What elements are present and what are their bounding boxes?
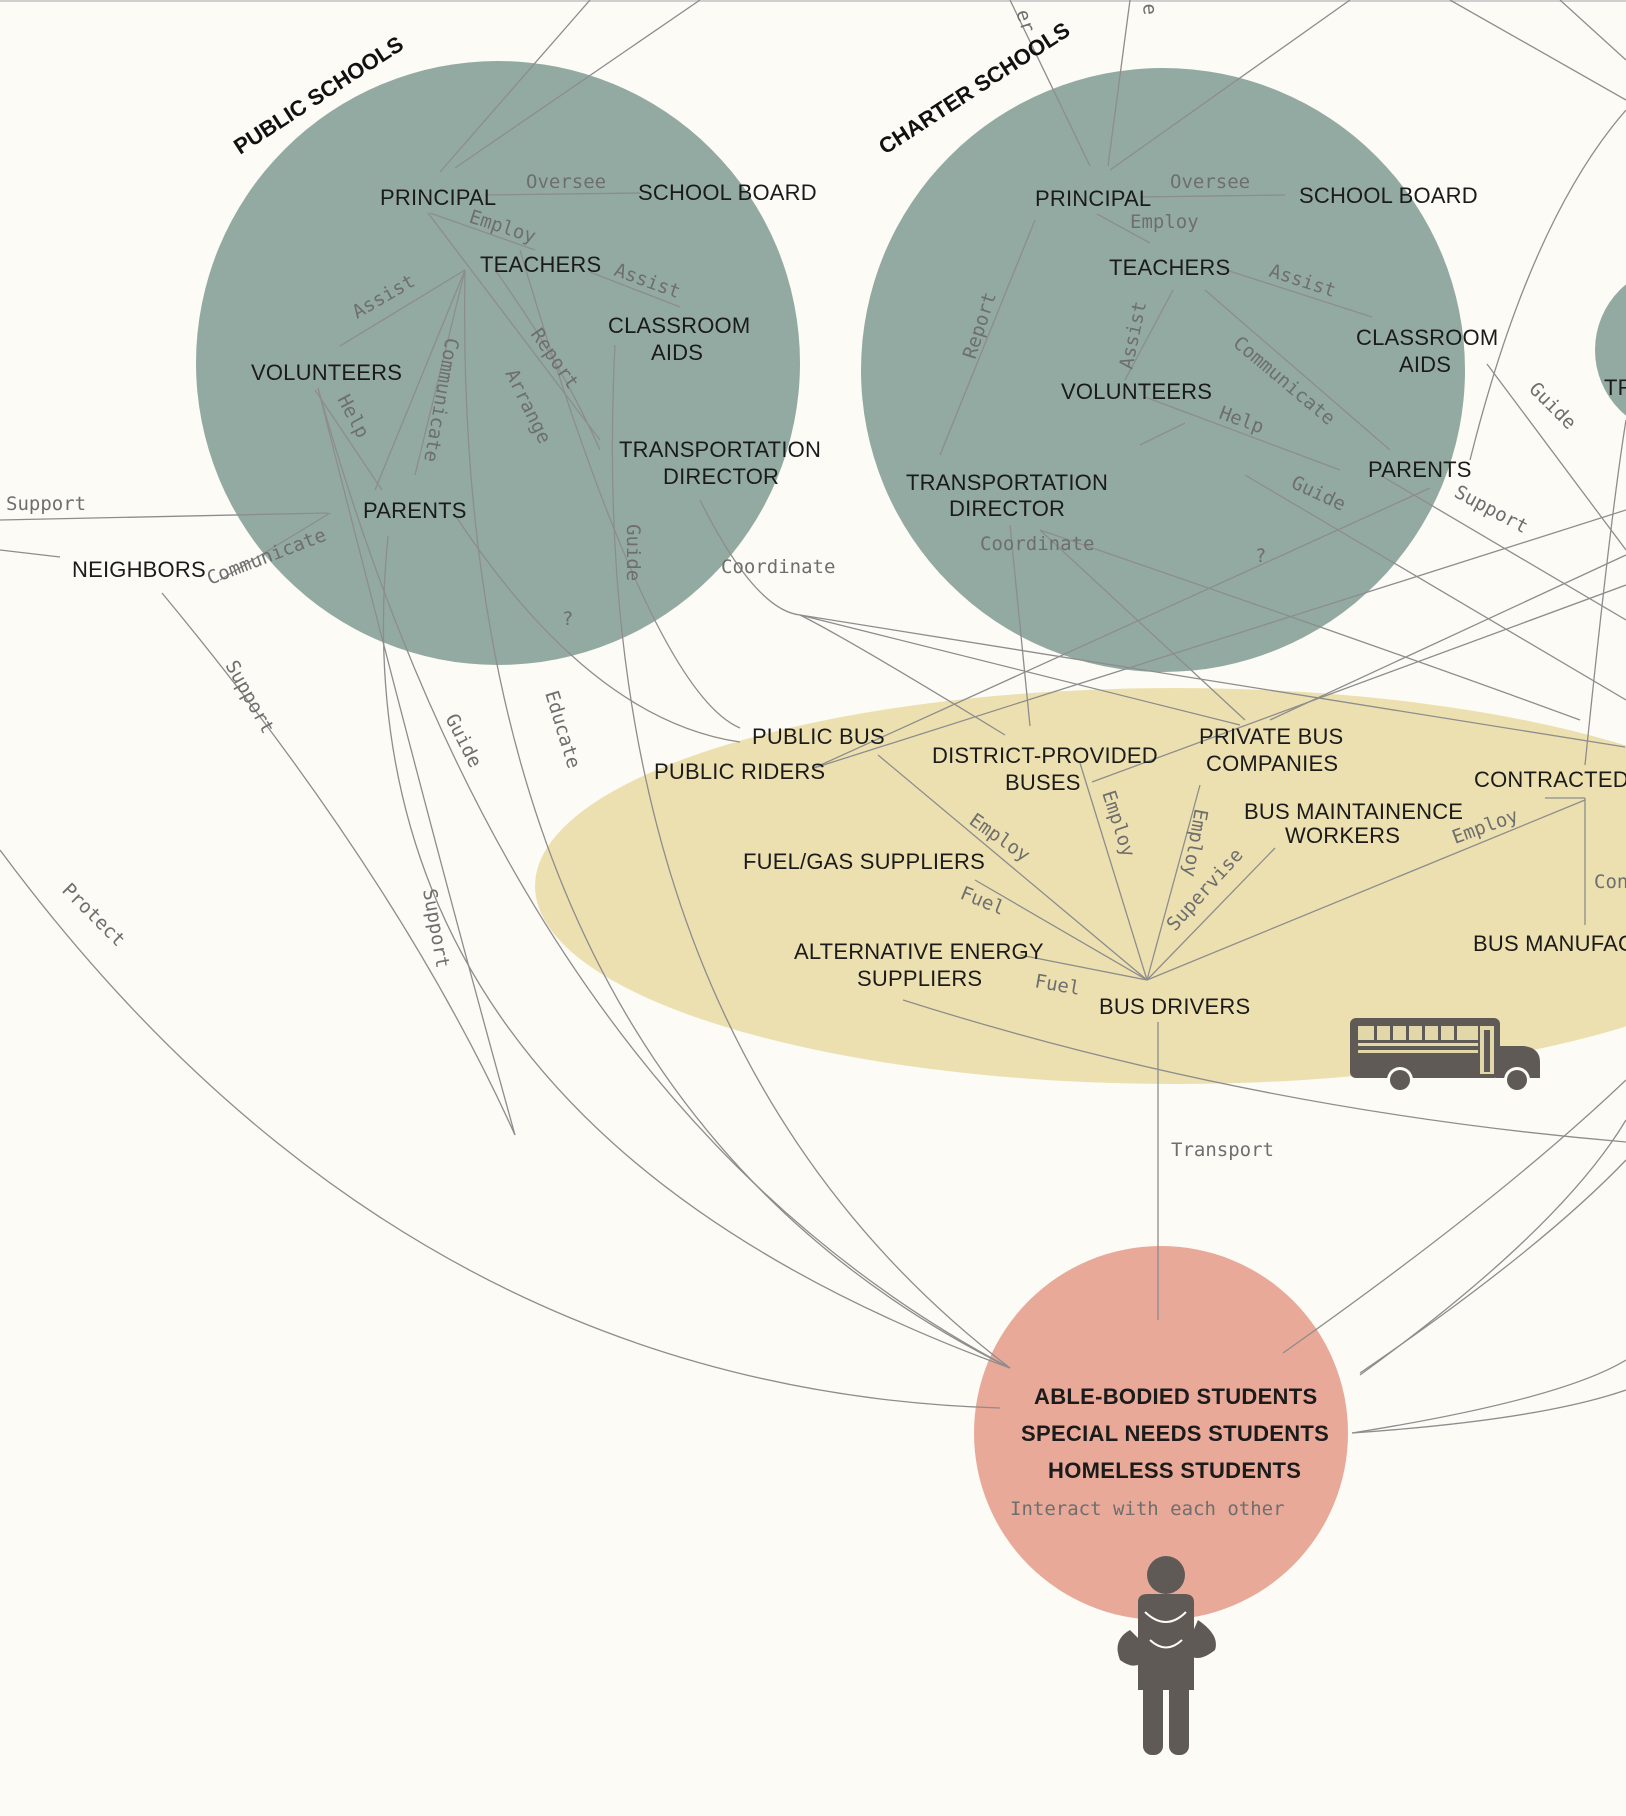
rel-neighbors-support-left: Support — [6, 493, 86, 515]
rel-transport: Transport — [1171, 1139, 1274, 1161]
rel-cut-top-2: e — [1138, 3, 1161, 16]
neighbors-node: NEIGHBORS — [72, 557, 206, 582]
rel-public-oversee: Oversee — [526, 171, 606, 193]
charter-schools-circle — [861, 68, 1465, 672]
district-provided-buses-node-line2: BUSES — [1005, 770, 1081, 795]
rel-charter-employ: Employ — [1130, 211, 1199, 233]
fuel-gas-suppliers-node: FUEL/GAS SUPPLIERS — [743, 849, 985, 874]
rel-public-question: ? — [562, 608, 573, 630]
rel-charter-coordinate: Coordinate — [980, 533, 1094, 555]
able-bodied-students-node: ABLE-BODIED STUDENTS — [1034, 1384, 1317, 1409]
contracted-node: CONTRACTED — [1474, 767, 1626, 792]
public-parents-node: PARENTS — [363, 498, 467, 523]
public-classroom-aids-node: CLASSROOM — [608, 313, 750, 338]
public-bus-node: PUBLIC BUS — [752, 724, 885, 749]
school-bus-icon — [1350, 1018, 1540, 1093]
bus-maintenance-workers-node: BUS MAINTAINENCE — [1244, 799, 1463, 824]
charter-teachers-node: TEACHERS — [1109, 255, 1230, 280]
special-needs-students-node: SPECIAL NEEDS STUDENTS — [1021, 1421, 1329, 1446]
public-classroom-aids-node-line2: AIDS — [651, 340, 703, 365]
charter-principal-node: PRINCIPAL — [1035, 186, 1151, 211]
transportation-ellipse — [535, 688, 1626, 1084]
rel-cut-right: Con — [1594, 871, 1626, 893]
alternative-energy-suppliers-node-line2: SUPPLIERS — [857, 966, 982, 991]
student-with-backpack-icon — [1117, 1556, 1216, 1755]
charter-volunteers-node: VOLUNTEERS — [1061, 379, 1212, 404]
alternative-energy-suppliers-node: ALTERNATIVE ENERGY — [794, 939, 1044, 964]
public-teachers-node: TEACHERS — [480, 252, 601, 277]
bus-drivers-node: BUS DRIVERS — [1099, 994, 1250, 1019]
third-school-cut-label: TR — [1604, 375, 1626, 400]
public-principal-node: PRINCIPAL — [380, 185, 496, 210]
relationship-edges — [0, 0, 1626, 1434]
bus-maintenance-workers-node-line2: WORKERS — [1285, 823, 1400, 848]
charter-classroom-aids-node: CLASSROOM — [1356, 325, 1498, 350]
charter-school-board-node: SCHOOL BOARD — [1299, 183, 1478, 208]
rel-public-guide-aids: Guide — [622, 524, 644, 581]
public-transportation-director-node-line2: DIRECTOR — [663, 464, 779, 489]
charter-transportation-director-node: TRANSPORTATION — [906, 470, 1108, 495]
charter-classroom-aids-node-line2: AIDS — [1399, 352, 1451, 377]
public-schools-circle — [196, 61, 800, 665]
private-bus-companies-node: PRIVATE BUS — [1199, 724, 1343, 749]
private-bus-companies-node-line2: COMPANIES — [1206, 751, 1338, 776]
public-transportation-director-node: TRANSPORTATION — [619, 437, 821, 462]
rel-charter-oversee: Oversee — [1170, 171, 1250, 193]
public-riders-node: PUBLIC RIDERS — [654, 759, 825, 784]
public-volunteers-node: VOLUNTEERS — [251, 360, 402, 385]
charter-parents-node: PARENTS — [1368, 457, 1472, 482]
public-school-board-node: SCHOOL BOARD — [638, 180, 817, 205]
charter-transportation-director-node-line2: DIRECTOR — [949, 496, 1065, 521]
third-school-circle — [1595, 284, 1626, 416]
students-circle — [974, 1246, 1348, 1620]
interact-label: Interact with each other — [1010, 1498, 1285, 1520]
district-provided-buses-node: DISTRICT-PROVIDED — [932, 743, 1158, 768]
homeless-students-node: HOMELESS STUDENTS — [1048, 1458, 1301, 1483]
rel-charter-question: ? — [1255, 545, 1266, 567]
bus-manufacturers-node: BUS MANUFAC — [1473, 931, 1626, 956]
rel-public-coordinate: Coordinate — [721, 556, 835, 578]
